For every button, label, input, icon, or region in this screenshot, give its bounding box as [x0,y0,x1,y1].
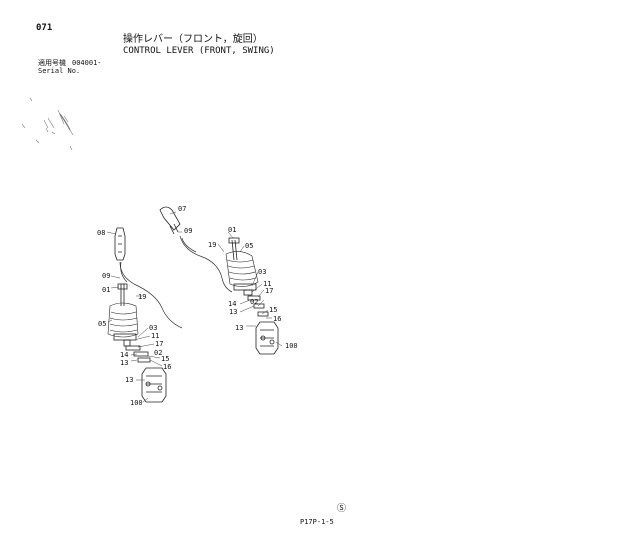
callout-label: 19 [208,241,216,249]
serial-label-en: Serial No. [38,67,81,75]
callout-label: 02 [154,349,162,357]
copyright-mark: Ⓢ [337,504,347,514]
callout-label: 17 [155,340,163,348]
title-english: CONTROL LEVER (FRONT, SWING) [123,46,275,56]
callout-label: 100 [285,342,298,350]
callout-label: 01 [228,226,236,234]
callout-label: 16 [163,363,171,371]
callout-label: 05 [98,320,106,328]
callout-label: 07 [178,205,186,213]
callout-label: 15 [269,306,277,314]
callout-label: 03 [258,268,266,276]
right-callout-labels: 07 09 01 19 05 03 11 17 14 02 13 15 16 1… [178,205,298,350]
callout-label: 02 [250,298,258,306]
callout-label: 13 [125,376,133,384]
right-lever-assembly [159,206,283,355]
scan-artifacts [21,97,74,151]
page-number: 071 [36,23,53,33]
callout-label: 05 [245,242,253,250]
callout-label: 13 [235,324,243,332]
callout-label: 100 [130,399,143,407]
callout-label: 14 [120,351,128,359]
left-lever-assembly [106,227,183,403]
callout-label: 17 [265,287,273,295]
footer-code: P17P-1-5 [300,518,334,526]
title-japanese: 操作レバー（フロント，旋回） [123,34,263,45]
serial-label-jp: 適用号機 [38,59,66,67]
callout-label: 08 [97,229,105,237]
callout-label: 11 [151,332,159,340]
left-callout-labels: 08 09 01 19 05 03 11 17 14 02 15 13 16 1… [97,229,171,407]
callout-label: 03 [149,324,157,332]
callout-label: 14 [228,300,236,308]
callout-label: 09 [184,227,192,235]
callout-label: 19 [138,293,146,301]
callout-label: 11 [263,280,271,288]
callout-label: 16 [273,315,281,323]
callout-label: 01 [102,286,110,294]
callout-label: 15 [161,355,169,363]
serial-value: 004001- [72,59,102,67]
callout-label: 13 [120,359,128,367]
callout-label: 09 [102,272,110,280]
callout-label: 13 [229,308,237,316]
